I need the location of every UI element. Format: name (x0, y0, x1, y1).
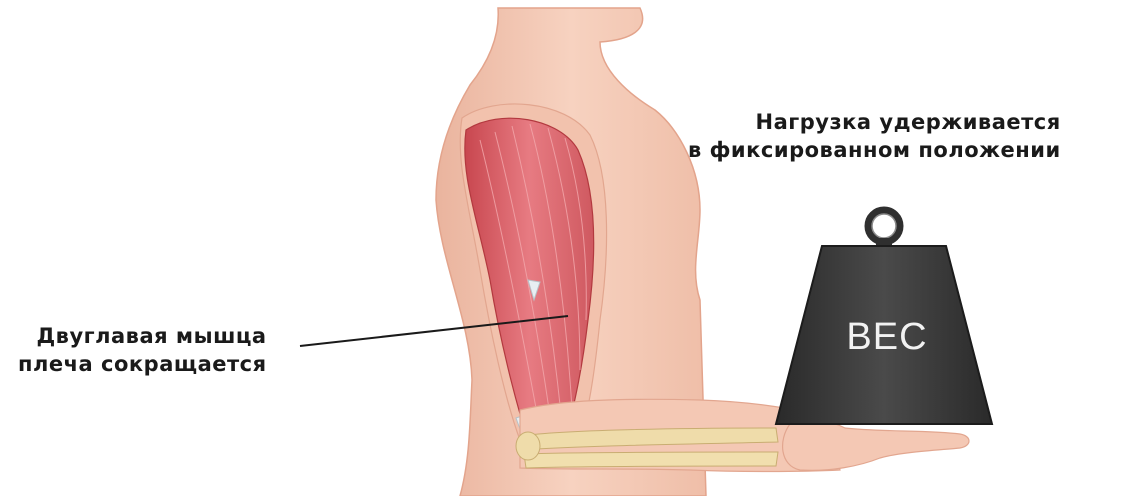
hand (783, 421, 969, 471)
load-caption-line2: в фиксированном положении (688, 136, 1061, 164)
load-caption: Нагрузка удерживается в фиксированном по… (688, 108, 1061, 165)
weight-ring (868, 210, 900, 242)
biceps-caption-line2: плеча сокращается (18, 350, 267, 378)
biceps-caption-line1: Двуглавая мышца (18, 322, 267, 350)
weight-label: ВЕС (832, 316, 942, 359)
load-caption-line1: Нагрузка удерживается (688, 108, 1061, 136)
biceps-caption: Двуглавая мышца плеча сокращается (18, 322, 267, 379)
